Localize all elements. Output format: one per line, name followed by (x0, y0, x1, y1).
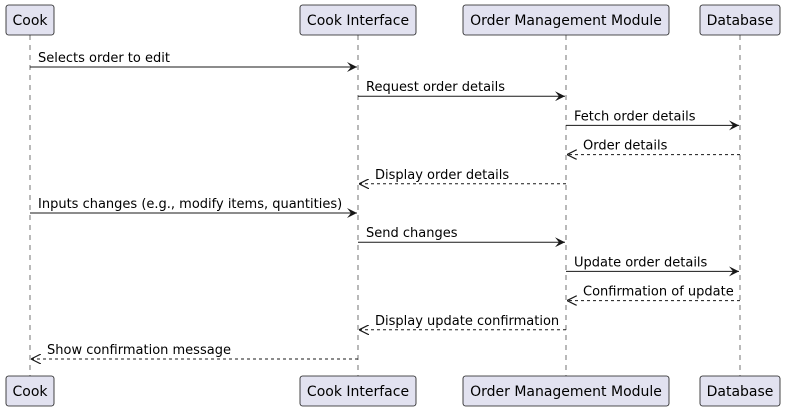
message-label: Send changes (366, 226, 458, 241)
message-11: Show confirmation message (31, 343, 358, 359)
participant-box (299, 375, 417, 407)
participant-label: Cook Interface (307, 13, 409, 29)
message-label: Request order details (366, 80, 505, 95)
participant-label: Database (707, 13, 774, 29)
message-6: Inputs changes (e.g., modify items, quan… (30, 197, 357, 218)
participant-box (699, 4, 781, 36)
participant-cook-top: Cook (5, 4, 55, 36)
lifelines (29, 35, 741, 376)
participant-cook-bottom: Cook (5, 375, 55, 407)
message-9: Confirmation of update (567, 285, 740, 301)
participant-interface-bottom: Cook Interface (299, 375, 417, 407)
participant-order_module-bottom: Order Management Module (462, 375, 670, 407)
message-label: Show confirmation message (47, 343, 231, 358)
message-label: Order details (583, 139, 668, 154)
participant-label: Order Management Module (470, 13, 662, 29)
message-label: Confirmation of update (583, 285, 734, 300)
message-1: Selects order to edit (30, 51, 357, 72)
participant-database-top: Database (699, 4, 781, 36)
message-label: Selects order to edit (38, 51, 170, 66)
participant-label: Cook Interface (307, 384, 409, 400)
message-4: Order details (567, 139, 740, 155)
participants-bottom: Cook Cook Interface Order Management Modul… (5, 375, 781, 407)
participant-label: Database (707, 384, 774, 400)
message-label: Display order details (375, 168, 509, 183)
message-label: Update order details (574, 255, 708, 270)
message-label: Inputs changes (e.g., modify items, quan… (38, 197, 342, 212)
participant-box (5, 4, 55, 36)
participant-label: Cook (12, 13, 48, 29)
message-7: Send changes (358, 226, 565, 248)
participant-label: Cook (12, 384, 48, 400)
message-8: Update order details (566, 255, 739, 277)
participants-top: Cook Cook Interface Order Management Modul… (5, 4, 781, 36)
participant-box (299, 4, 417, 36)
participant-database-bottom: Database (699, 375, 781, 407)
participant-box (5, 375, 55, 407)
participant-box (462, 4, 670, 36)
participant-box (462, 375, 670, 407)
message-2: Request order details (358, 80, 565, 102)
message-10: Display update confirmation (359, 314, 566, 330)
message-label: Display update confirmation (375, 314, 559, 329)
participant-label: Order Management Module (470, 384, 662, 400)
message-5: Display order details (359, 168, 566, 184)
participant-interface-top: Cook Interface (299, 4, 417, 36)
message-label: Fetch order details (574, 109, 696, 124)
message-3: Fetch order details (566, 109, 739, 131)
participant-order_module-top: Order Management Module (462, 4, 670, 36)
participant-box (699, 375, 781, 407)
